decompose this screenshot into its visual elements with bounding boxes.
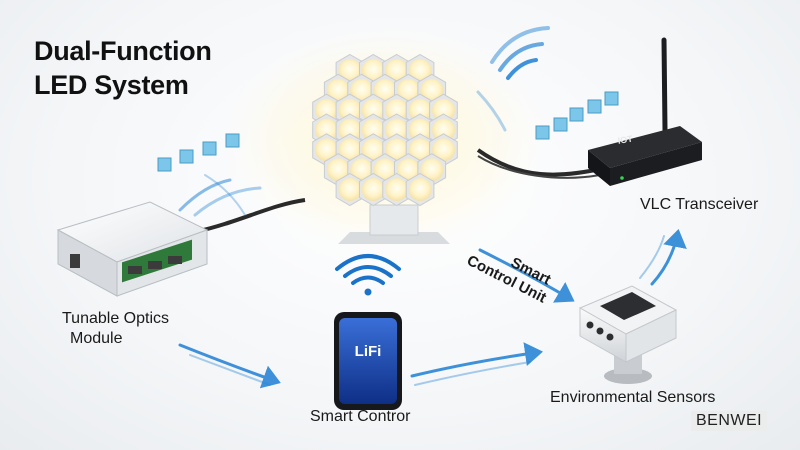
led-cell [396,158,420,182]
led-cell [338,118,362,142]
led-cell [338,98,362,122]
label-smart-contror: Smart Contror [310,408,411,425]
led-cell [350,158,374,182]
led-cell [385,98,409,122]
led-cell [338,178,362,201]
wifi-icon [335,254,401,296]
led-cell [361,118,385,142]
led-cell [361,138,385,162]
title-line-2: LED System [34,70,189,100]
sensor-fan-grill [600,292,656,320]
label-vlc-transceiver: VLC Transceiver [640,196,759,213]
arrow-sensor-to-vlc [650,229,687,286]
router-led [620,176,624,180]
sensor-port-1 [586,321,594,329]
led-cell [396,78,420,102]
label-tunable-line-1: Tunable Optics [62,310,170,327]
cable-module-to-panel [194,198,306,234]
diagram-title: Dual-Function LED System [34,34,212,102]
led-hex-panel [312,53,458,207]
arrow-module-to-phone-2 [189,354,271,386]
led-cell [326,158,350,182]
watermark: BENWEI [691,411,768,431]
data-cubes-left [157,133,240,172]
led-cell [420,158,444,182]
led-panel-stand [338,204,450,244]
led-cell [385,118,409,142]
data-cubes-right [535,91,619,140]
title-line-1: Dual-Function [34,36,212,66]
led-cell [315,98,338,122]
led-cell [326,78,350,102]
led-cell [432,138,455,162]
led-cell [373,78,397,102]
sensor-port-3 [606,333,614,341]
sensor-port-2 [596,327,604,335]
tunable-optics-module [56,201,209,297]
arrow-panel-to-sensor [478,248,575,303]
led-cell [315,118,338,142]
label-tunable-optics-module: Tunable Optics Module [62,309,169,349]
module-port-1 [128,266,142,274]
led-cell [361,59,385,82]
environmental-sensor-device [578,285,678,384]
led-cell [408,98,432,122]
label-tunable-line-2: Module [70,330,123,347]
led-cell [385,59,409,82]
led-cell [420,78,444,102]
router-antenna [661,37,668,133]
led-cell [408,178,432,201]
led-cell [408,138,432,162]
led-cell [408,59,432,82]
vlc-transceiver-device [588,37,702,186]
module-port-2 [148,261,162,269]
cable-panel-to-router [476,148,606,177]
arrow-sensor-to-vlc-2 [639,235,665,279]
arrow-module-to-phone [178,343,281,389]
smartphone-device [334,312,402,410]
led-cell [361,178,385,201]
led-cell [385,178,409,201]
label-environmental-sensors: Environmental Sensors [550,389,716,406]
led-cell [408,118,432,142]
flow-arrows [178,229,687,389]
arrow-phone-to-sensor-2 [414,361,531,386]
led-cell [432,98,455,122]
led-cell [373,158,397,182]
wifi-waves-top [476,26,550,132]
led-cell [385,138,409,162]
led-cell [350,78,374,102]
led-cell [338,138,362,162]
arrow-phone-to-sensor [410,342,543,378]
led-cell [338,59,362,82]
led-cell [315,138,338,162]
phone-screen-lifi-text: LiFi [354,343,382,360]
led-cell [432,118,455,142]
cable-router-2 [477,155,601,179]
signal-arcs-left [178,174,262,217]
module-port-3 [168,256,182,264]
module-side-port [70,254,80,268]
led-cell [361,98,385,122]
